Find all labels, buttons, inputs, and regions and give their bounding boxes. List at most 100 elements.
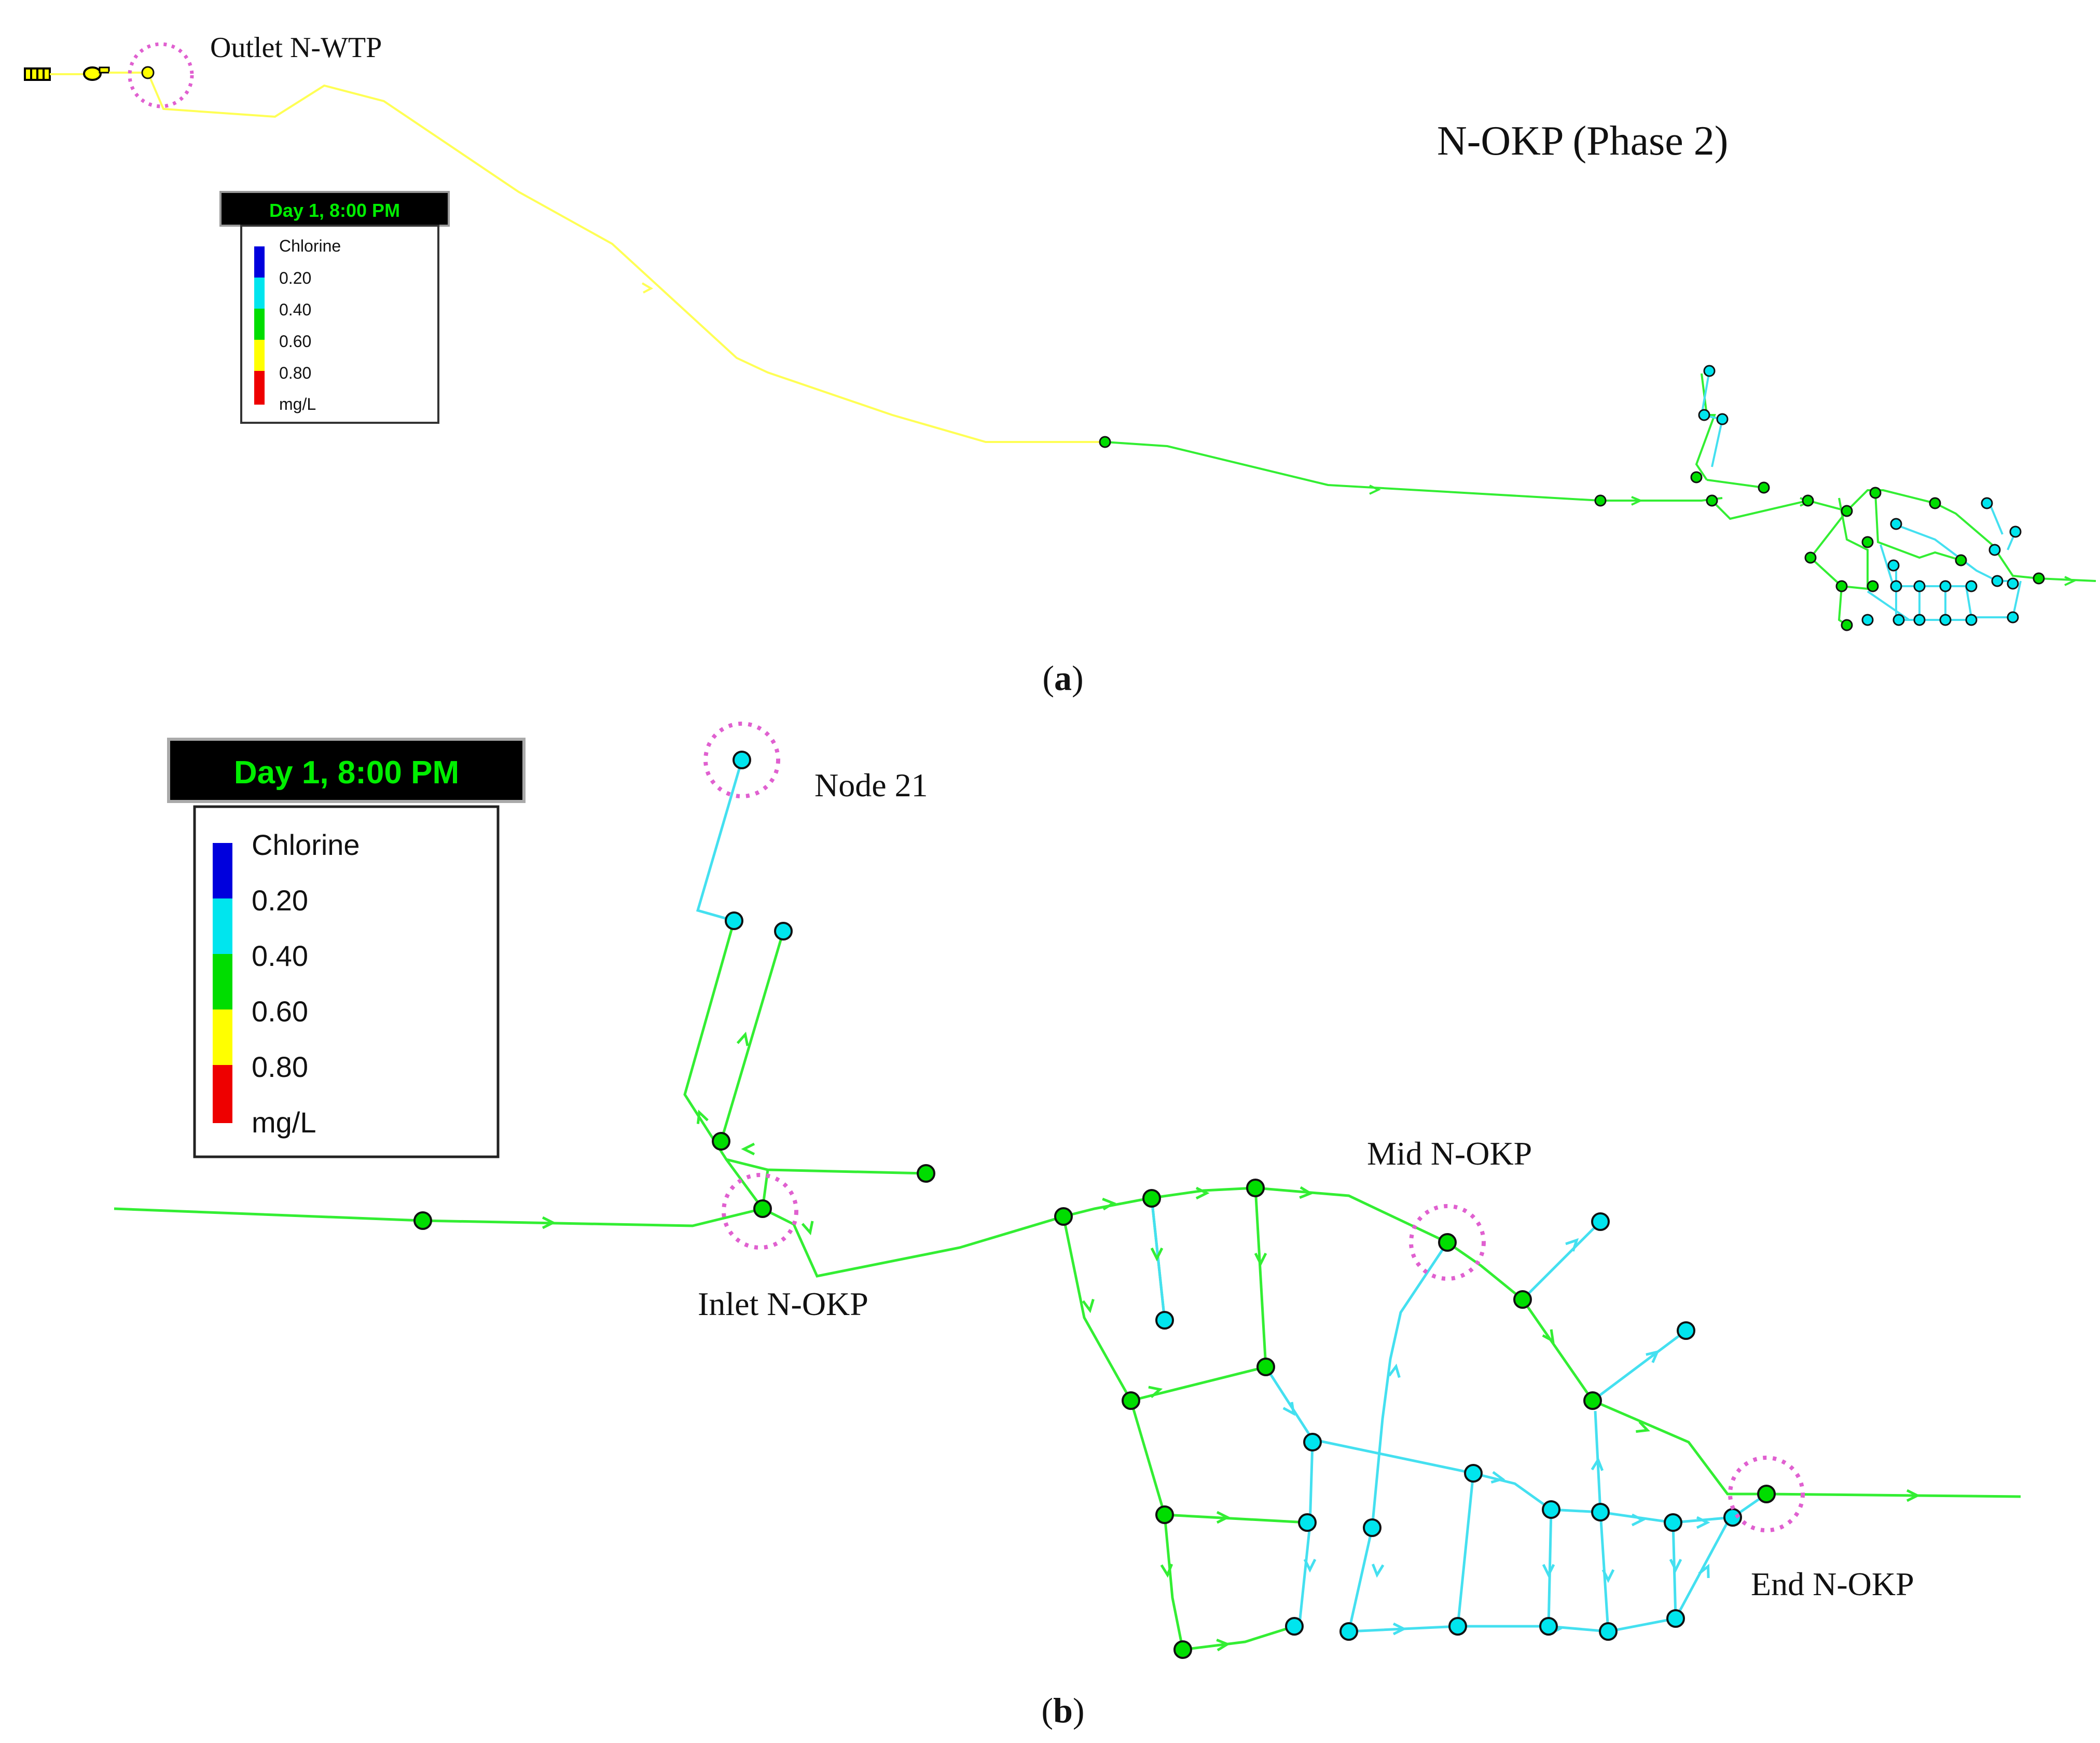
flow-arrow [2064, 576, 2076, 586]
junction-node [1861, 614, 1874, 626]
junction-node [1591, 1212, 1610, 1231]
caption-a: (a) [1042, 658, 1083, 698]
junction-node [1991, 575, 2004, 587]
flow-arrow [1282, 1402, 1295, 1416]
legend-b-unit: mg/L [252, 1106, 316, 1139]
pipe-cyan-col-f [1671, 1522, 1677, 1619]
flow-arrow [1369, 485, 1381, 495]
pipe-west-side [1062, 1216, 1184, 1650]
pipe-cyan-col-c [1456, 1473, 1475, 1627]
legend-b-band-gt-080 [213, 1065, 232, 1123]
junction-node [1758, 481, 1770, 494]
legend-b-band-040-060 [213, 954, 232, 1009]
junction-node [1955, 554, 1967, 566]
junction-node [1594, 494, 1607, 507]
junction-node [1939, 614, 1952, 626]
legend-b-tick: 0.40 [252, 939, 308, 972]
flow-arrow [542, 1216, 556, 1229]
legend-a-band-060-080 [254, 340, 265, 371]
pipe-cyan-stub [1150, 1198, 1166, 1321]
pipe-riser-upper [683, 920, 764, 1210]
pipe-green-a6 [1838, 497, 1869, 590]
junction-node [1690, 471, 1703, 483]
junction-node [1867, 580, 1879, 592]
junction-node [917, 1164, 935, 1183]
flow-arrow [1299, 1186, 1314, 1199]
node21-highlight-ring [703, 722, 780, 798]
legend-b-timestamp-bar [169, 739, 524, 801]
pipe-cyan-col-d [1547, 1509, 1553, 1627]
outlet-highlight-ring [128, 42, 194, 108]
junction-node [1802, 494, 1814, 507]
pipe-green-a5 [1706, 479, 1764, 489]
junction-node [1464, 1464, 1483, 1483]
legend-b-band-020-040 [213, 898, 232, 954]
flow-arrow [1150, 1247, 1164, 1262]
junction-node [1285, 1617, 1304, 1636]
junction-node [1298, 1513, 1317, 1532]
pipe-cyan-spur-1 [1522, 1221, 1601, 1301]
junction-node [1965, 614, 1978, 626]
pipe-west-cross-2 [1164, 1513, 1308, 1524]
pipe-cyan-a1 [1700, 370, 1724, 467]
junction-node [1841, 619, 1853, 631]
legend-b-tick: 0.60 [252, 995, 308, 1028]
flow-arrow [1591, 1457, 1604, 1471]
junction-node [1246, 1179, 1265, 1197]
junction-node [2033, 572, 2045, 585]
transmission-pipe-yellow [147, 72, 1105, 443]
pipe-green-a2 [1711, 489, 2096, 582]
junction-node [1173, 1640, 1192, 1659]
pipe-cyan-a4 [1895, 565, 1971, 621]
junction-node [1583, 1391, 1602, 1410]
flow-arrow [1160, 1564, 1173, 1578]
junction-node [1666, 1609, 1685, 1628]
legend-a-title: Chlorine [279, 237, 341, 255]
end-highlight-ring [1728, 1456, 1805, 1532]
junction-node [1965, 580, 1978, 592]
outlet-node [141, 66, 155, 79]
junction-node [1142, 1189, 1161, 1208]
pipe-green-a3 [1809, 510, 1848, 626]
legend-a-tick: 0.80 [279, 364, 311, 382]
legend-a-tick: 0.20 [279, 269, 311, 287]
junction-node [1869, 487, 1882, 499]
junction-node [413, 1211, 432, 1230]
pipe-green-a7 [1874, 492, 1961, 561]
junction-node [1988, 544, 2001, 556]
junction-node [1890, 580, 1902, 592]
junction-node [1716, 413, 1729, 425]
legend-b-timestamp: Day 1, 8:00 PM [234, 755, 459, 791]
flow-arrow [1490, 1471, 1505, 1484]
panel-a-title: N-OKP (Phase 2) [1437, 118, 1728, 164]
legend-b-tick: 0.20 [252, 884, 308, 917]
pipe-cyan-south [1348, 1516, 1732, 1633]
junction-node [1913, 580, 1926, 592]
junction-node [1591, 1503, 1610, 1521]
junction-node [2007, 611, 2019, 624]
junction-node [1698, 409, 1710, 421]
junction-node [1890, 518, 1902, 530]
junction-node [1664, 1513, 1682, 1532]
legend-b-box [193, 805, 500, 1158]
pipe-node21 [696, 759, 743, 922]
pipe-mid-to-end [1446, 1241, 1766, 1496]
legend-a-band-040-060 [254, 309, 265, 340]
reservoir-icon [24, 67, 51, 81]
pipe-cyan-spur-2 [1592, 1330, 1687, 1402]
end-label: End N-OKP [1751, 1566, 1914, 1602]
junction-node [1542, 1500, 1560, 1519]
flow-arrow [1216, 1638, 1231, 1652]
junction-node [1599, 1622, 1618, 1641]
flow-arrow [1148, 1386, 1163, 1399]
junction-node [1339, 1622, 1358, 1641]
flow-arrow [1646, 1350, 1660, 1363]
legend-b-band-lt-020 [213, 843, 232, 898]
junction-node [725, 911, 743, 930]
flow-arrow [1195, 1186, 1210, 1200]
flow-arrow [1906, 1489, 1921, 1502]
node21-label: Node 21 [814, 767, 928, 804]
flow-arrow [1216, 1511, 1231, 1524]
